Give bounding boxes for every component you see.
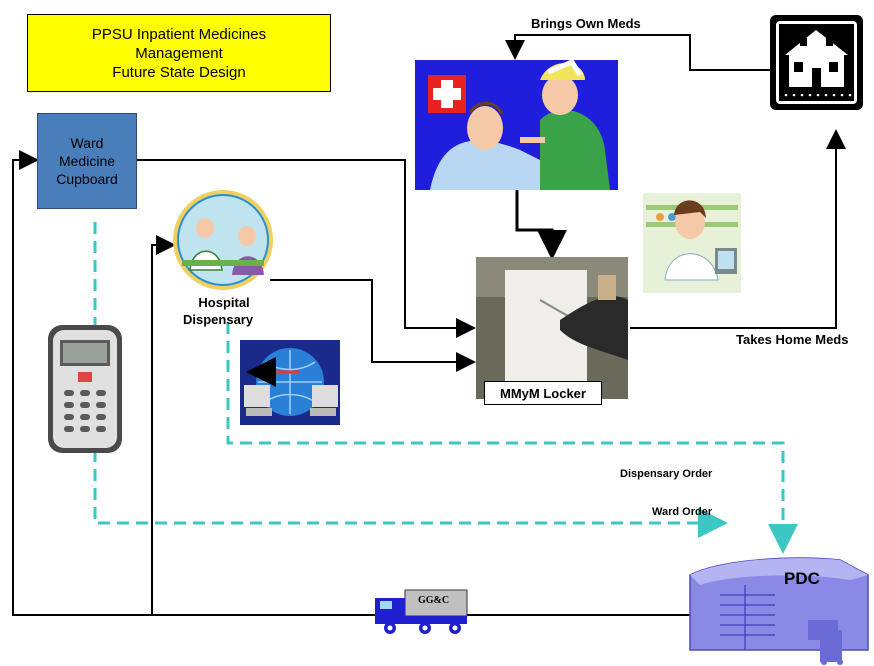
flow-lines xyxy=(12,34,846,616)
warehouse-icon xyxy=(689,557,869,665)
patient-to-locker-line xyxy=(515,190,567,260)
pdc-to-dispensary-line xyxy=(151,235,176,615)
takes-home-meds-label: Takes Home Meds xyxy=(736,332,849,347)
dispensary-order-label: Dispensary Order xyxy=(620,468,713,480)
handheld-scanner-image xyxy=(48,325,122,453)
ward-line-2: Medicine xyxy=(58,153,116,169)
patient-nurse-image xyxy=(415,58,618,190)
title-line-3: Future State Design xyxy=(112,63,246,81)
ward-line-3: Cupboard xyxy=(56,171,118,187)
brings-own-meds-label: Brings Own Meds xyxy=(531,16,641,31)
title-box: PPSU Inpatient Medicines Management Futu… xyxy=(27,14,331,92)
truck-label: GG&C xyxy=(418,595,450,606)
brings-own-line xyxy=(505,34,770,71)
dispensary-label: Hospital Dispensary xyxy=(183,294,253,328)
dispensary-line-2: Dispensary xyxy=(183,312,254,327)
dispensary-order-line xyxy=(226,322,798,554)
network-computers-image xyxy=(240,340,340,425)
dispensary-line-1: Hospital xyxy=(198,295,250,310)
pharmacist-image xyxy=(643,193,741,293)
locker-label: MMyM Locker xyxy=(484,381,602,405)
dispensary-image xyxy=(173,190,273,290)
dispensary-to-locker-line xyxy=(270,279,476,372)
order-lines xyxy=(93,222,798,554)
takes-home-line xyxy=(630,129,846,329)
ward-line-1: Ward xyxy=(70,135,104,151)
truck-icon xyxy=(375,589,468,634)
pdc-label: PDC xyxy=(784,569,820,588)
locker-photo xyxy=(476,257,628,399)
title-line-2: Management xyxy=(135,44,223,62)
ward-medicine-cupboard-node: Ward Medicine Cupboard xyxy=(37,113,137,209)
pdc-to-ward-line xyxy=(12,150,690,616)
ward-order-label: Ward Order xyxy=(652,506,713,518)
ward-order-line xyxy=(93,222,728,538)
ward-to-locker-line xyxy=(137,159,476,338)
home-icon xyxy=(770,15,863,110)
title-line-1: PPSU Inpatient Medicines xyxy=(91,25,267,43)
